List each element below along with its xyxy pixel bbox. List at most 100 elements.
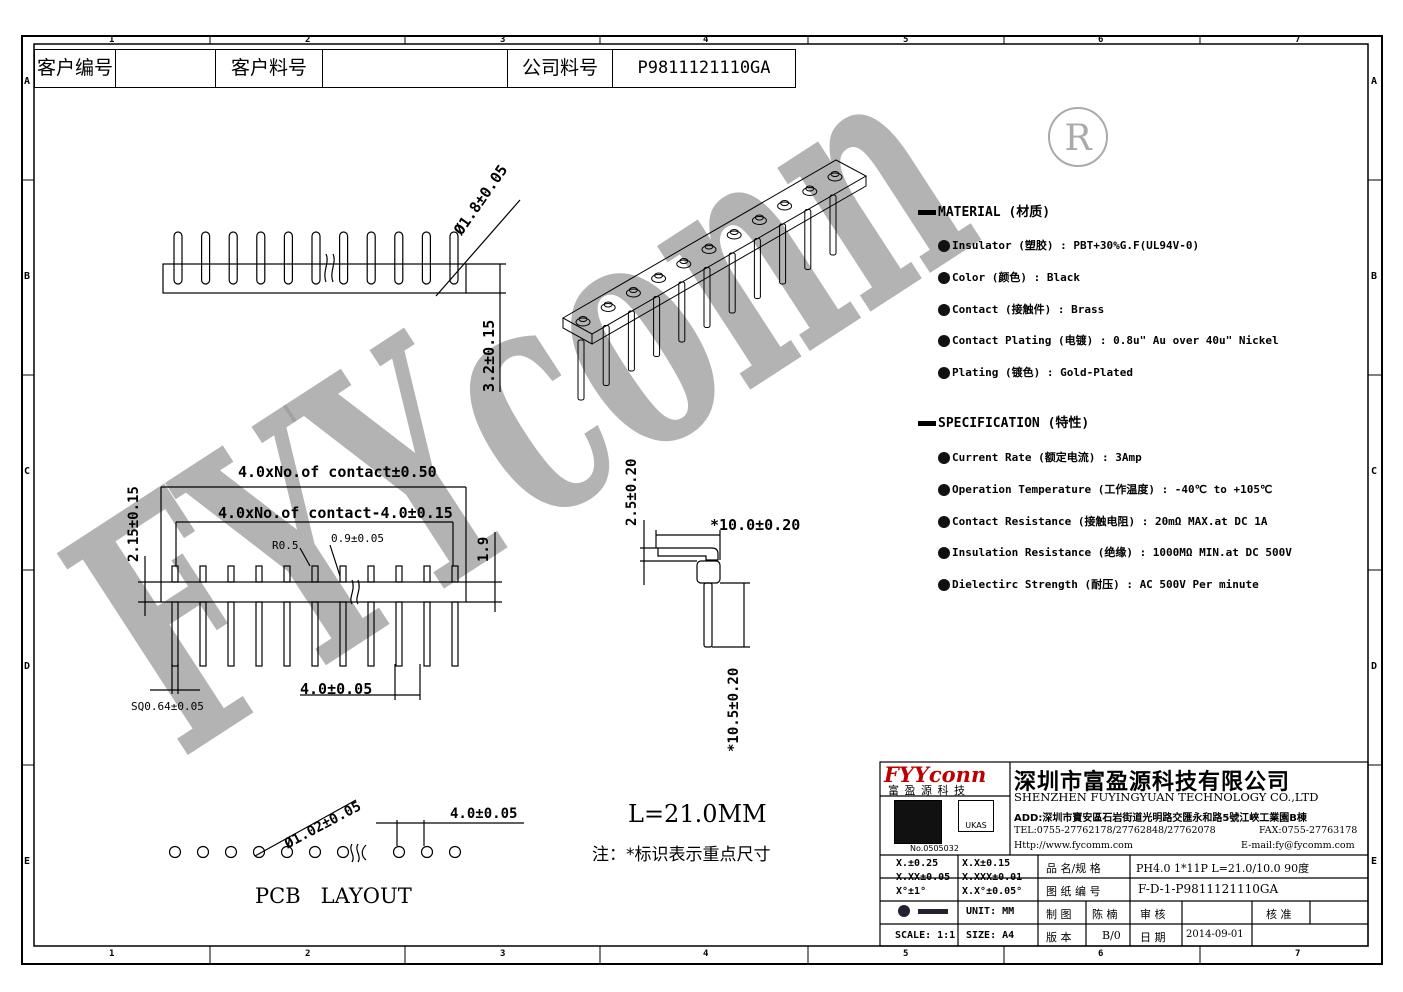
dim-side-top: 2.5±0.20: [624, 458, 640, 526]
housing-profile: [696, 560, 721, 584]
front-view: [138, 486, 502, 700]
pin-outline: [173, 231, 183, 285]
ruler-column-label: 1: [109, 949, 115, 959]
ruler-column-label: 5: [903, 35, 909, 45]
dim-side-tail: *10.5±0.20: [726, 667, 742, 752]
pin-tail: [423, 601, 431, 667]
company-name-en: SHENZHEN FUYINGYUAN TECHNOLOGY CO.,LTD: [1014, 790, 1319, 804]
material-item: Contact (接触件) : Brass: [938, 301, 1104, 317]
pcb-hole: [252, 845, 266, 859]
key-dimension-note: 注：*标识表示重点尺寸: [592, 845, 771, 865]
ruler-row-label: B: [24, 271, 31, 282]
pin-tail: [367, 601, 375, 667]
company-email: E-mail:fy@fycomm.com: [1241, 840, 1355, 851]
checked-by-label: 审 核: [1140, 908, 1166, 921]
pin-outline: [449, 231, 459, 285]
certificate-number: No.0505032: [910, 844, 959, 853]
company-tel: TEL:0755-27762178/27762848/27762078: [1014, 825, 1216, 836]
product-name-value: PH4.0 1*11P L=21.0/10.0 90度: [1136, 862, 1310, 875]
pin-head: [575, 317, 591, 327]
version-value: B/0: [1102, 929, 1121, 942]
date-value: 2014-09-01: [1186, 929, 1244, 940]
pin-head-inner: [679, 258, 689, 264]
pin-outline: [339, 231, 349, 285]
pin-head: [802, 187, 818, 196]
registered-mark: R: [1048, 107, 1108, 167]
pin-top: [311, 565, 319, 583]
dimension-line: [254, 799, 357, 857]
pin-head: [777, 201, 793, 211]
hole-break: [361, 844, 367, 861]
border-ruler: [22, 36, 1382, 964]
ruler-column-label: 1: [109, 35, 115, 45]
pin-head: [625, 288, 641, 298]
specification-title: SPECIFICATION (特性): [918, 412, 1089, 431]
pcb-hole: [196, 845, 210, 859]
pin-tail: [804, 209, 812, 270]
pin-head: [751, 216, 767, 225]
svg-text:R: R: [1064, 118, 1092, 159]
pcb-layout-view: [168, 799, 524, 863]
housing-side: [591, 176, 867, 345]
ruler-column-label: 4: [703, 35, 709, 45]
company-name-cn: 深圳市富盈源科技有限公司: [1014, 769, 1291, 795]
dim-overall-length: 4.0xNo.of contact±0.50: [238, 463, 437, 481]
material-title: MATERIAL (材质): [918, 201, 1050, 220]
pin-head: [827, 172, 843, 182]
pin-tail: [451, 601, 459, 667]
pin-outline: [228, 231, 238, 285]
pin-head: [701, 245, 717, 254]
header-customer-part-value: [323, 49, 508, 88]
company-logo-cn: 富 盈 源 科 技: [888, 784, 966, 797]
company-website: Http://www.fycomm.com: [1014, 840, 1133, 851]
dim-pcb-pitch: 4.0±0.05: [450, 806, 518, 822]
size-label: SIZE: A4: [966, 930, 1015, 941]
pin-head-inner: [754, 214, 764, 221]
ruler-column-label: 5: [903, 949, 909, 959]
iso-certificate-badge: [894, 800, 942, 844]
pcb-hole: [420, 845, 434, 859]
pin-tail: [753, 238, 761, 299]
ruler-row-label: A: [1371, 76, 1378, 87]
dim-pitch: 4.0±0.05: [300, 680, 373, 698]
pin-head-inner: [578, 316, 588, 322]
outer-border: [21, 35, 1383, 965]
pin-top: [199, 565, 207, 583]
housing-end: [562, 318, 593, 345]
pin-tail: [255, 601, 263, 667]
header-customer-no-value: [115, 49, 216, 88]
projection-symbol-cone: [918, 909, 948, 914]
scale-label: SCALE: 1:1: [895, 930, 956, 941]
pin-tail: [703, 267, 711, 328]
ruler-row-label: E: [1371, 856, 1378, 867]
top-view: [162, 199, 521, 392]
dim-pin-width: 0.9±0.05: [331, 532, 384, 545]
ukas-certificate-badge: UKAS: [958, 800, 994, 832]
pin-head-inner: [805, 185, 815, 192]
dim-radius: R0.5: [272, 539, 299, 552]
header-company-part-value: P9811121110GA: [613, 49, 796, 88]
company-fax: FAX:0755-27763178: [1259, 825, 1358, 836]
ruler-row-label: B: [1371, 271, 1378, 282]
pin-head-inner: [603, 301, 613, 308]
side-view: [640, 520, 750, 648]
material-item: Color (颜色) : Black: [938, 269, 1080, 285]
pin-top: [339, 565, 347, 583]
pin-top: [367, 565, 375, 583]
drawn-by-label: 制 图: [1046, 908, 1072, 921]
pcb-hole: [280, 845, 294, 859]
pin-outline: [283, 231, 293, 285]
pin-top: [423, 565, 431, 583]
spec-item: Contact Resistance (接触电阻) : 20mΩ MAX.at …: [938, 513, 1268, 529]
ruler-column-label: 7: [1295, 35, 1301, 45]
pin-head-inner: [729, 229, 739, 235]
pcb-hole: [168, 845, 182, 859]
pin-head-inner: [628, 287, 638, 293]
dim-right-height: 1.9: [476, 536, 492, 562]
dim-left-height: 2.15±0.15: [126, 486, 142, 562]
pin-tail: [283, 601, 291, 667]
pcb-hole: [448, 845, 462, 859]
title-block-frame: [879, 761, 1369, 947]
pin-outline: [201, 231, 211, 285]
ruler-column-label: 2: [305, 949, 311, 959]
